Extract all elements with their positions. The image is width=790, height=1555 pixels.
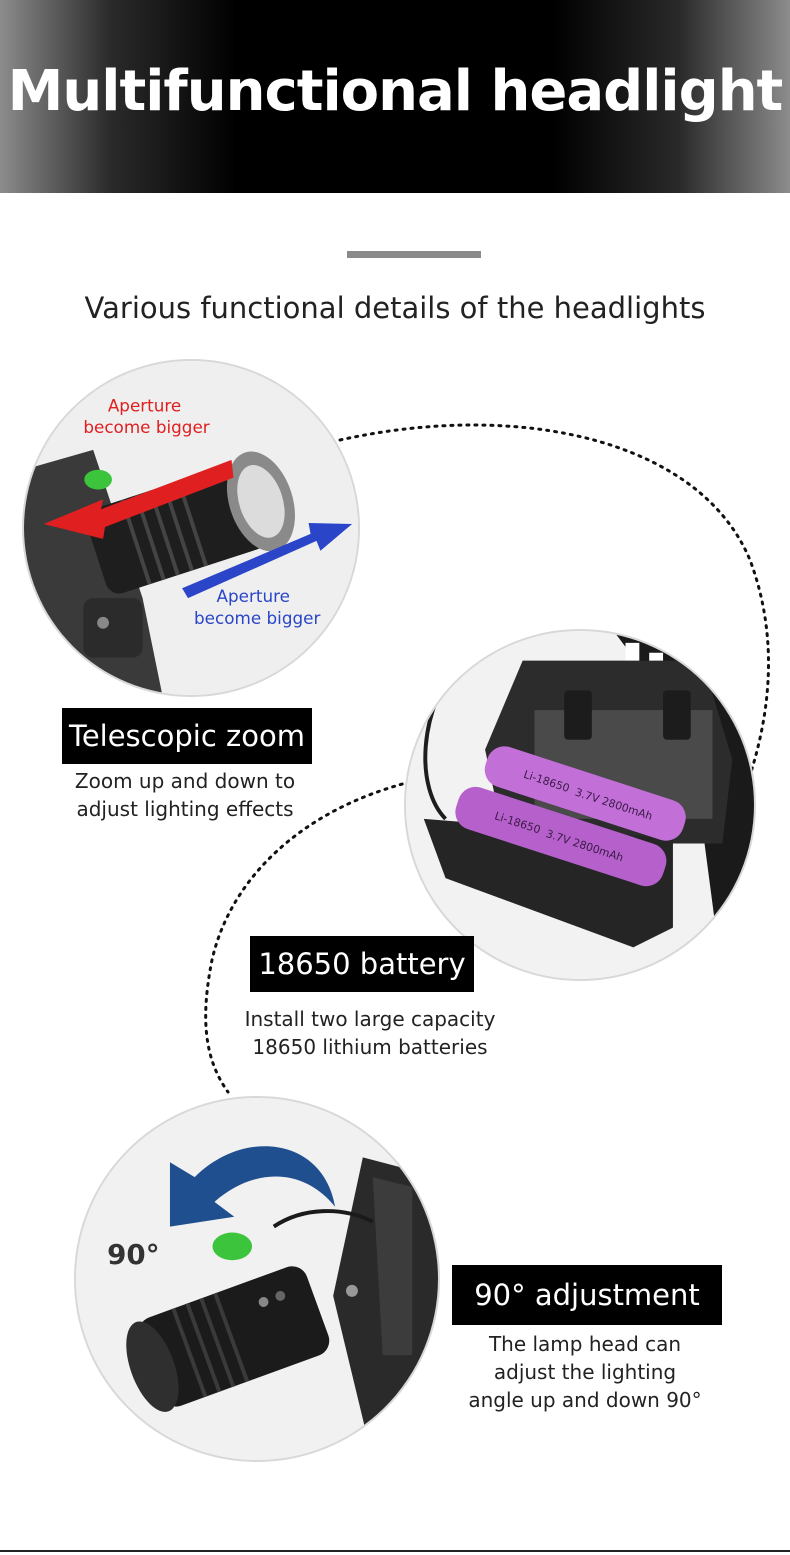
headlight-zoom-illustration: Aperture become bigger Aperture become b… [24,361,358,695]
feature-description-battery: Install two large capacity 18650 lithium… [220,1005,520,1061]
header-banner: Multifunctional headlight [0,0,790,193]
page-title: Multifunctional headlight [7,59,784,124]
description-line: 18650 lithium batteries [252,1035,488,1059]
feature-description-zoom: Zoom up and down to adjust lighting effe… [40,767,330,823]
description-line: adjust the lighting [493,1360,677,1384]
annotation-aperture-red-1: Aperture [108,395,181,415]
rotation-photo: 90° [74,1096,440,1462]
feature-label-90-adjustment: 90° adjustment [452,1265,722,1325]
annotation-90-degree: 90° [107,1238,159,1271]
zoom-photo: Aperture become bigger Aperture become b… [22,359,360,697]
bottom-divider [0,1550,790,1552]
battery-compartment-illustration: Li-18650 3.7V 2800mAh Li-18650 3.7V 2800… [406,631,754,979]
feature-description-adjustment: The lamp head can adjust the lighting an… [440,1330,730,1414]
head-rotation-illustration: 90° [76,1098,438,1460]
description-line: adjust lighting effects [76,797,294,821]
description-line: Install two large capacity [244,1007,496,1031]
battery-photo: Li-18650 3.7V 2800mAh Li-18650 3.7V 2800… [404,629,756,981]
feature-label-telescopic-zoom: Telescopic zoom [62,708,312,764]
section-divider [347,251,481,258]
description-line: angle up and down 90° [468,1388,702,1412]
section-subtitle: Various functional details of the headli… [84,291,706,325]
annotation-aperture-blue-2: become bigger [194,608,320,628]
annotation-aperture-red-2: become bigger [83,417,209,437]
description-line: Zoom up and down to [74,769,296,793]
description-line: The lamp head can [488,1332,682,1356]
annotation-aperture-blue-1: Aperture [217,586,290,606]
feature-label-18650-battery: 18650 battery [250,936,474,992]
